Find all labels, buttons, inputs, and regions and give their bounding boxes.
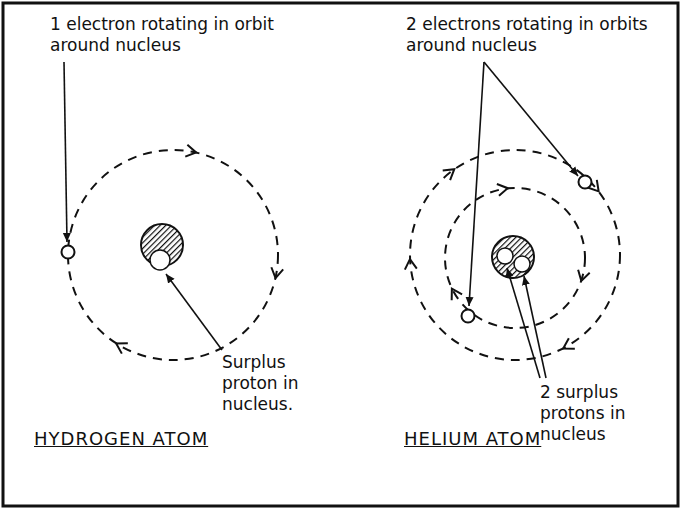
orbit-arrow xyxy=(563,338,575,348)
leader-line xyxy=(166,274,222,350)
proton xyxy=(150,250,170,270)
nucleus xyxy=(492,236,534,278)
callout-text: Surplus proton in nucleus. xyxy=(222,352,332,415)
atom-title: HYDROGEN ATOM xyxy=(34,428,294,449)
leader-line xyxy=(507,268,540,378)
leader-line xyxy=(469,62,484,306)
leader-line xyxy=(524,276,546,378)
atom-title: HELIUM ATOM xyxy=(404,428,664,449)
callout-text: 2 electrons rotating in orbits around nu… xyxy=(406,14,668,56)
proton xyxy=(514,256,530,272)
orbit-arrow xyxy=(405,259,417,269)
proton xyxy=(497,248,513,264)
leader-line xyxy=(484,62,578,176)
orbit-arrow xyxy=(271,267,283,278)
orbit-arrow xyxy=(116,343,128,353)
leader-line xyxy=(64,62,67,242)
orbit xyxy=(68,150,278,360)
electron xyxy=(462,310,475,323)
orbit-arrow xyxy=(443,169,455,180)
electron xyxy=(579,176,592,189)
callout-text: 1 electron rotating in orbit around nucl… xyxy=(50,14,300,56)
callout-text: 2 surplus protons in nucleus xyxy=(540,382,675,445)
outer-orbit xyxy=(410,150,620,360)
orbit-arrow xyxy=(185,145,196,157)
electron xyxy=(62,246,75,259)
orbit-arrow xyxy=(497,184,508,196)
orbit-arrow xyxy=(588,180,599,192)
frame xyxy=(3,3,678,506)
orbit-arrow xyxy=(578,270,590,281)
orbit-arrow xyxy=(452,289,462,301)
inner-orbit xyxy=(445,188,585,328)
